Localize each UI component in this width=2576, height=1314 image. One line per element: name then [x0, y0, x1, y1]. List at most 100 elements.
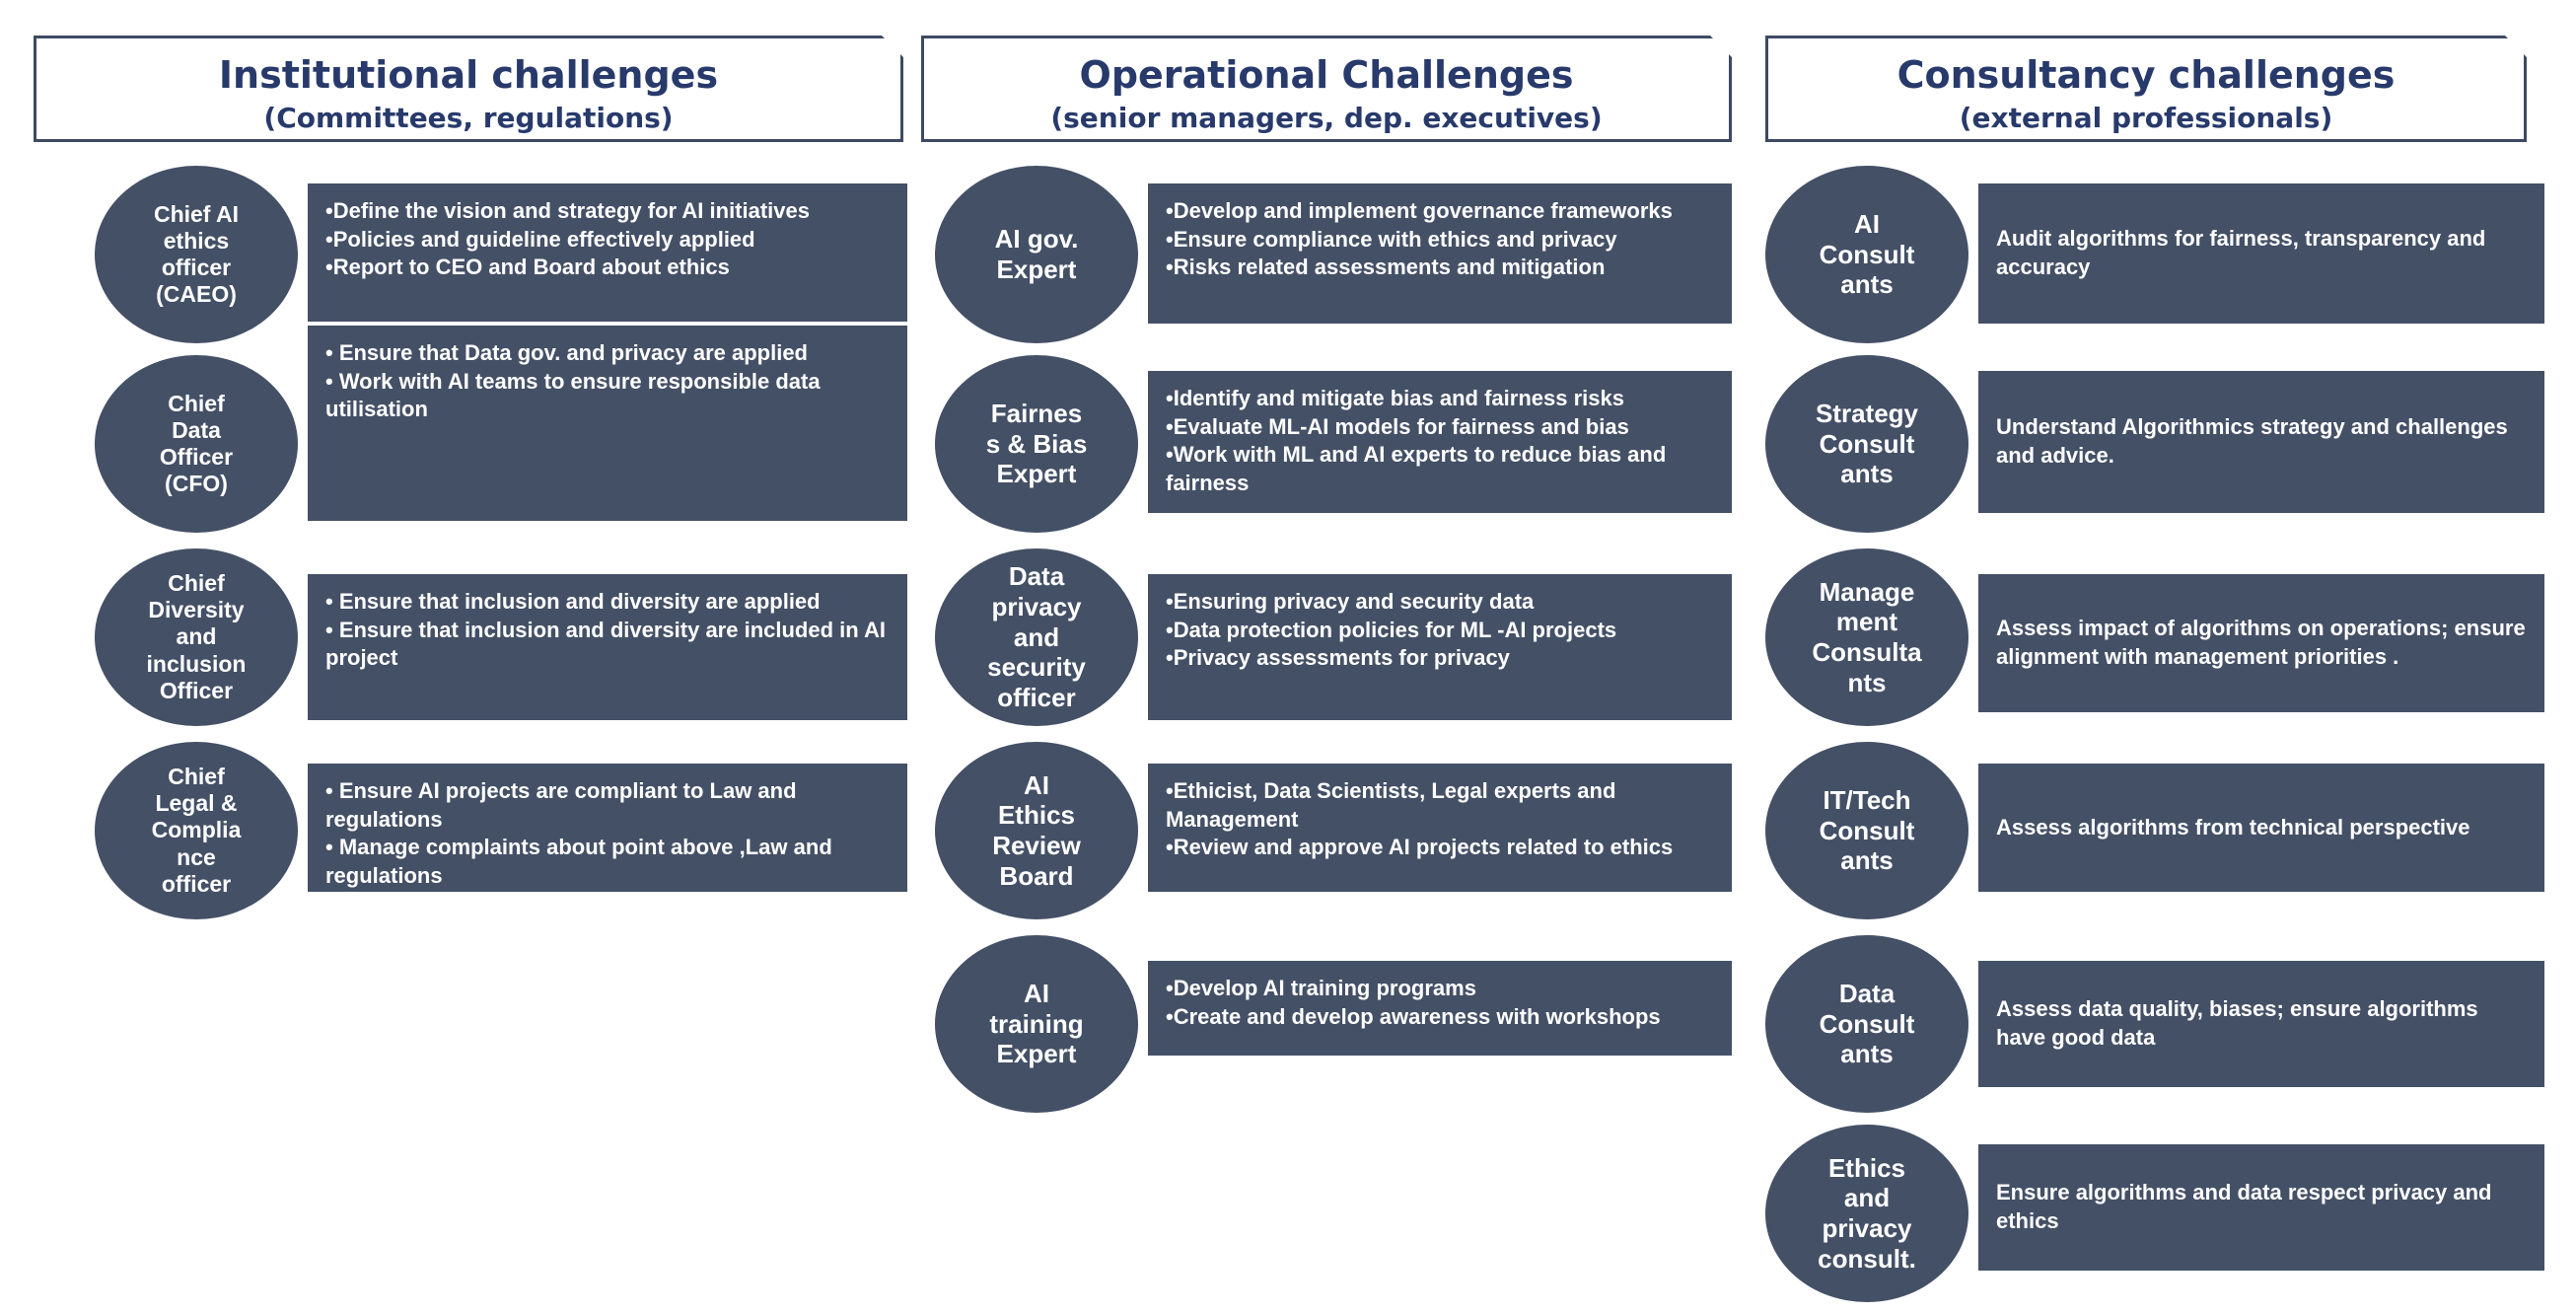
column-title: Institutional challenges: [218, 53, 719, 97]
role-bullet: •Develop and implement governance framew…: [1166, 198, 1673, 223]
role-description: Audit algorithms for fairness, transpare…: [1978, 183, 2544, 324]
role-row-ai-gov-expert: AI gov. Expert •Develop and implement go…: [935, 166, 1750, 343]
column-subtitle: (Committees, regulations): [263, 102, 674, 134]
role-row-caeo: Chief AI ethics officer (CAEO) •Define t…: [95, 166, 907, 343]
institutional-column: Institutional challenges (Committees, re…: [0, 0, 917, 1314]
role-circle: Chief Diversity and inclusion Officer: [95, 548, 298, 726]
role-bullet: •Ethicist, Data Scientists, Legal expert…: [1166, 778, 1616, 832]
role-name-line: IT/Tech: [1823, 784, 1911, 815]
role-bullet: Ensure algorithms and data respect priva…: [1996, 1180, 2492, 1233]
role-row-management-consultants: Manage ment Consulta nts Assess impact o…: [1765, 548, 2564, 726]
role-description: •Develop AI training programs •Create an…: [1148, 961, 1732, 1056]
role-description: •Define the vision and strategy for AI i…: [308, 183, 907, 322]
role-name-line: Expert: [996, 255, 1077, 284]
role-name-line: Chief: [168, 570, 225, 597]
role-name-line: Consulta: [1812, 637, 1922, 667]
institutional-header: Institutional challenges (Committees, re…: [34, 36, 903, 142]
role-bullet: •Evaluate ML-AI models for fairness and …: [1166, 413, 1629, 439]
role-description: •Identify and mitigate bias and fairness…: [1148, 371, 1732, 513]
role-row-ai-ethics-review-board: AI Ethics Review Board •Ethicist, Data S…: [935, 742, 1750, 919]
role-name-line: ants: [1840, 1039, 1894, 1069]
role-bullet: • Ensure that inclusion and diversity ar…: [325, 617, 887, 671]
role-name-line: Ethics: [1827, 1152, 1905, 1183]
role-name-line: nce: [177, 843, 216, 870]
role-bullet: •Identify and mitigate bias and fairness…: [1166, 386, 1624, 410]
role-description: Assess impact of algorithms on operation…: [1978, 574, 2544, 712]
role-name-line: and: [1013, 621, 1060, 652]
role-bullet: Assess impact of algorithms on operation…: [1996, 616, 2526, 669]
role-name-line: Consult: [1819, 1008, 1915, 1039]
role-name-line: Consult: [1819, 815, 1915, 845]
role-description: • Ensure that Data gov. and privacy are …: [308, 326, 907, 521]
role-circle: AI Ethics Review Board: [935, 742, 1138, 919]
role-name-line: s & Bias: [985, 428, 1088, 459]
role-row-clco: Chief Legal & Complia nce officer • Ensu…: [95, 742, 907, 919]
role-name-line: Fairnes: [990, 398, 1083, 428]
role-description: •Develop and implement governance framew…: [1148, 183, 1732, 324]
role-name-line: Review: [992, 831, 1081, 860]
operational-header: Operational Challenges (senior managers,…: [921, 36, 1732, 142]
consultancy-column: Consultancy challenges (external profess…: [1765, 0, 2576, 1314]
role-circle: Manage ment Consulta nts: [1765, 548, 1968, 726]
role-bullet: Understand Algorithmics strategy and cha…: [1996, 414, 2508, 468]
role-circle: AI training Expert: [935, 935, 1138, 1113]
role-bullet: •Data protection policies for ML -AI pro…: [1166, 617, 1617, 642]
role-name-line: privacy: [991, 591, 1082, 621]
role-name-line: Officer: [159, 444, 234, 470]
role-bullet: • Manage complaints about point above ,L…: [325, 835, 832, 888]
role-bullet: •Define the vision and strategy for AI i…: [325, 198, 810, 223]
role-name-line: Diversity: [148, 597, 245, 623]
role-name-line: nts: [1847, 667, 1887, 697]
role-name-line: Expert: [996, 1039, 1077, 1069]
role-name-line: inclusion: [146, 650, 247, 677]
role-circle: Chief Data Officer (CFO): [95, 355, 298, 533]
role-bullet: Assess algorithms from technical perspec…: [1996, 814, 2470, 840]
role-circle: Data privacy and security officer: [935, 548, 1138, 726]
role-row-ai-training-expert: AI training Expert •Develop AI training …: [935, 935, 1750, 1113]
role-name-line: Expert: [996, 459, 1077, 489]
role-name-line: Officer: [159, 677, 234, 703]
role-name-line: and: [1843, 1183, 1891, 1213]
role-name-line: officer: [161, 870, 232, 897]
role-circle: AI Consult ants: [1765, 166, 1968, 343]
role-name-line: ants: [1840, 269, 1894, 300]
role-description: Understand Algorithmics strategy and cha…: [1978, 371, 2544, 513]
role-name-line: ants: [1840, 845, 1894, 876]
role-name-line: AI: [1853, 208, 1880, 239]
role-bullet: •Policies and guideline effectively appl…: [325, 226, 755, 252]
role-name-line: Data: [1008, 561, 1065, 592]
role-name-line: AI: [1023, 769, 1049, 800]
role-bullet: Audit algorithms for fairness, transpare…: [1996, 226, 2486, 279]
consultancy-header: Consultancy challenges (external profess…: [1765, 36, 2527, 142]
column-title: Operational Challenges: [1079, 53, 1574, 97]
role-name-line: ment: [1835, 607, 1898, 637]
role-circle: Chief AI ethics officer (CAEO): [95, 166, 298, 343]
role-name-line: and: [176, 623, 217, 650]
role-bullet: •Create and develop awareness with works…: [1166, 1003, 1661, 1029]
role-name-line: Board: [999, 860, 1074, 891]
role-bullet: •Report to CEO and Board about ethics: [325, 255, 730, 280]
role-name-line: privacy: [1822, 1213, 1912, 1243]
role-bullet: • Work with AI teams to ensure responsib…: [325, 368, 821, 422]
role-row-it-tech-consultants: IT/Tech Consult ants Assess algorithms f…: [1765, 742, 2564, 919]
role-row-cdo: Chief Data Officer (CFO) • Ensure that D…: [95, 326, 907, 533]
role-name-line: Chief AI: [153, 200, 240, 227]
role-description: • Ensure AI projects are compliant to La…: [308, 764, 907, 892]
role-bullet: • Ensure that inclusion and diversity ar…: [325, 589, 821, 614]
role-name-line: training: [989, 1008, 1084, 1039]
role-name-line: (CFO): [165, 471, 228, 497]
role-bullet: •Risks related assessments and mitigatio…: [1166, 255, 1606, 280]
role-name-line: consult.: [1818, 1243, 1916, 1274]
role-circle: Ethics and privacy consult.: [1765, 1125, 1968, 1302]
operational-column: Operational Challenges (senior managers,…: [917, 0, 1765, 1314]
role-name-line: ethics: [163, 227, 230, 254]
role-name-line: AI gov.: [994, 224, 1079, 255]
role-name-line: AI: [1024, 978, 1049, 1008]
role-circle: Fairnes s & Bias Expert: [935, 355, 1138, 533]
column-title: Consultancy challenges: [1896, 53, 2396, 97]
role-name-line: officer: [161, 255, 232, 280]
role-name-line: Complia: [151, 817, 242, 843]
role-row-cdio: Chief Diversity and inclusion Officer • …: [95, 548, 907, 726]
role-description: •Ensuring privacy and security data •Dat…: [1148, 574, 1732, 720]
role-name-line: (CAEO): [156, 281, 237, 308]
